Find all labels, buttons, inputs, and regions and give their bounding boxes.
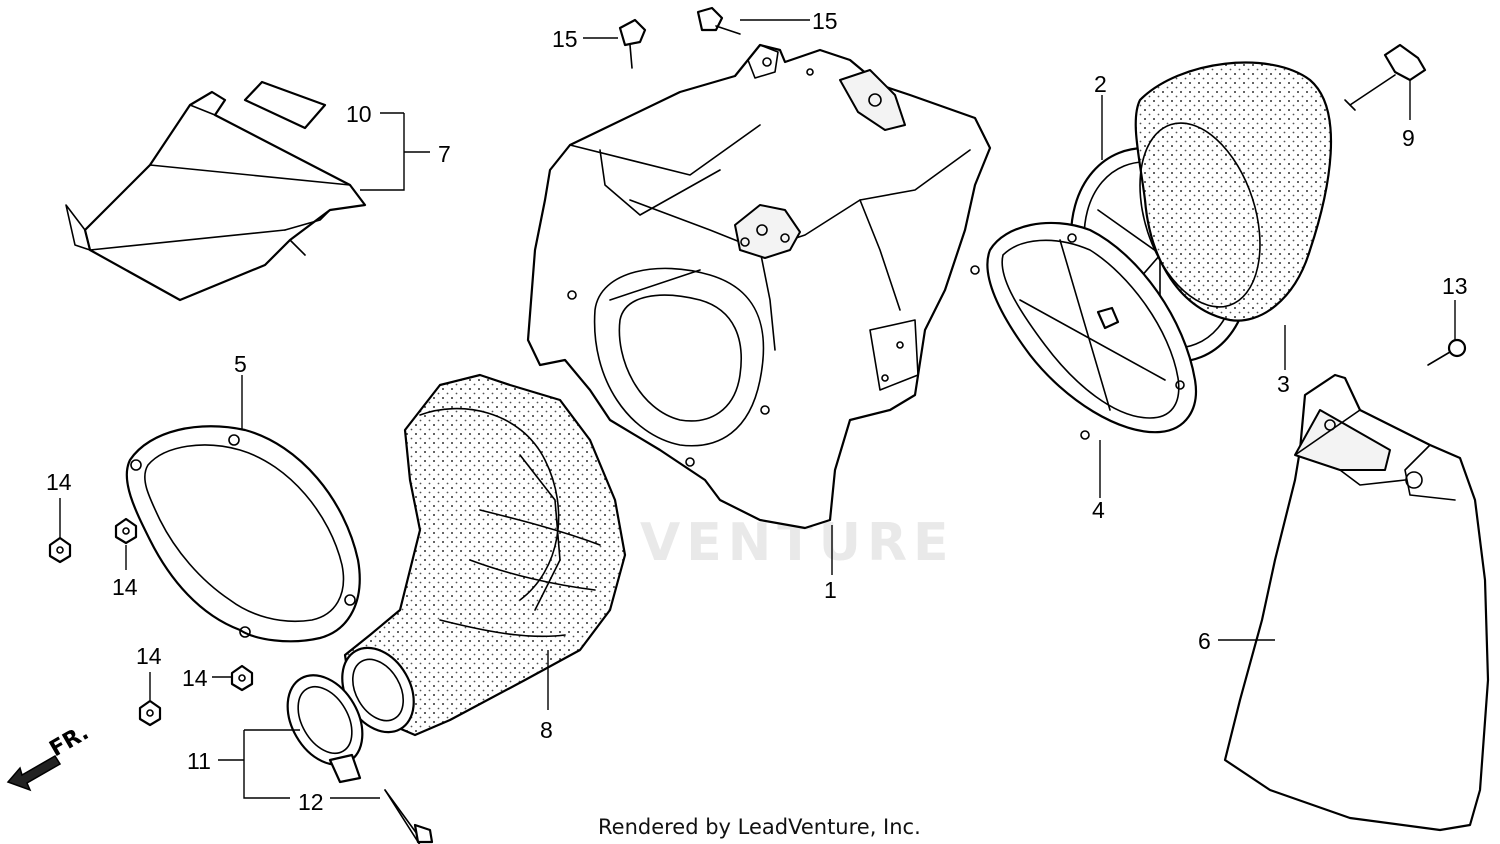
callout-1: 1 bbox=[824, 577, 837, 603]
callout-12: 12 bbox=[298, 789, 324, 815]
part-3-foam-element bbox=[1134, 61, 1333, 322]
callout-2: 2 bbox=[1094, 71, 1107, 97]
callout-14-d: 14 bbox=[182, 665, 208, 691]
callout-14-b: 14 bbox=[112, 574, 138, 600]
part-14-nut-c bbox=[138, 699, 162, 727]
callout-4: 4 bbox=[1092, 497, 1105, 523]
part-4-filter-cage bbox=[970, 221, 1198, 440]
callout-6: 6 bbox=[1198, 628, 1211, 654]
part-5-gasket bbox=[125, 425, 361, 643]
callout-14-a: 14 bbox=[46, 469, 72, 495]
part-14-nut-b bbox=[114, 517, 138, 545]
front-direction-label: FR. bbox=[46, 720, 94, 762]
part-11-clamp-band bbox=[286, 674, 364, 784]
callout-15-b: 15 bbox=[812, 8, 838, 34]
part-12-screw bbox=[384, 789, 434, 844]
part-6-mud-guard bbox=[1223, 373, 1490, 832]
part-15-bolt-a bbox=[618, 18, 647, 69]
part-14-nut-a bbox=[48, 536, 72, 564]
callout-9: 9 bbox=[1402, 125, 1415, 151]
callout-13: 13 bbox=[1442, 273, 1468, 299]
callout-11: 11 bbox=[187, 748, 211, 774]
part-14-nut-d bbox=[230, 664, 254, 692]
callout-14-c: 14 bbox=[136, 643, 162, 669]
front-direction-arrow: FR. bbox=[6, 720, 94, 792]
part-1-air-cleaner-case bbox=[526, 43, 992, 530]
part-9-wing-bolt bbox=[1344, 43, 1427, 111]
leader-lines bbox=[59, 19, 1456, 799]
part-7-cover-tray bbox=[65, 90, 367, 302]
callout-7: 7 bbox=[438, 141, 451, 167]
part-15-bolt-b bbox=[696, 6, 741, 35]
callout-3: 3 bbox=[1277, 371, 1290, 397]
callout-labels: 1 2 3 4 5 6 7 8 9 10 11 12 13 14 14 14 1… bbox=[46, 8, 1468, 815]
render-credit: Rendered by LeadVenture, Inc. bbox=[598, 815, 921, 839]
callout-8: 8 bbox=[540, 717, 553, 743]
callout-10: 10 bbox=[346, 101, 372, 127]
part-10-label bbox=[243, 80, 327, 130]
part-13-screw bbox=[1427, 338, 1467, 366]
part-8-connecting-tube bbox=[341, 373, 627, 737]
callout-5: 5 bbox=[234, 351, 247, 377]
callout-15-a: 15 bbox=[552, 26, 578, 52]
